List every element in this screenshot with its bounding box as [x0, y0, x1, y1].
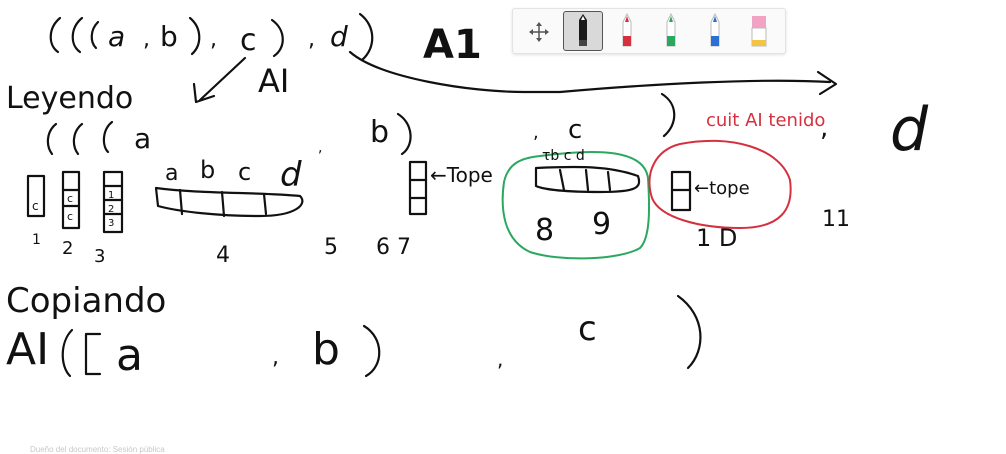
svg-text:b: b	[370, 115, 389, 150]
leyendo-text: Leyendo	[6, 81, 133, 116]
footer-text: Dueño del documento: Sesión pública	[30, 445, 165, 454]
svg-text:9: 9	[592, 207, 611, 242]
svg-text:3: 3	[94, 246, 105, 267]
blue-pen-button[interactable]	[695, 11, 735, 51]
stack-3: 1 2 3	[102, 170, 124, 234]
title-a1: A1	[423, 22, 482, 68]
svg-text:8: 8	[535, 213, 554, 248]
svg-text:a: a	[116, 330, 143, 381]
drawing-toolbar	[512, 8, 786, 54]
svg-text:1: 1	[108, 190, 114, 201]
stack-2: c c	[61, 170, 81, 230]
svg-text:c: c	[32, 199, 39, 213]
black-pen-icon	[579, 14, 587, 46]
svg-text:,: ,	[272, 345, 279, 370]
svg-text:c: c	[240, 23, 257, 58]
stack-1: c	[26, 174, 46, 218]
svg-text:5: 5	[324, 235, 338, 260]
svg-text:d: d	[280, 155, 302, 195]
svg-text:b: b	[160, 20, 178, 53]
svg-text:←tope: ←tope	[694, 178, 750, 199]
copiando-text: Copiando	[6, 281, 166, 321]
svg-text:,: ,	[820, 113, 828, 143]
svg-text:1: 1	[32, 232, 41, 248]
tope-label: ←Tope	[430, 163, 493, 187]
top-expression: a , b , c , d A1	[49, 12, 482, 68]
svg-text:c: c	[568, 115, 582, 145]
svg-text:,: ,	[318, 140, 322, 156]
svg-text:3: 3	[108, 218, 114, 229]
svg-text:a: a	[108, 20, 125, 53]
copiando-ai: AI	[6, 324, 49, 375]
blue-pen-icon	[710, 12, 720, 47]
move-icon	[529, 22, 549, 42]
green-pen-button[interactable]	[651, 11, 691, 51]
svg-text:,: ,	[308, 27, 315, 52]
svg-text:τb c d: τb c d	[542, 148, 585, 164]
svg-text:c: c	[578, 309, 597, 349]
move-tool-button[interactable]	[519, 11, 559, 51]
red-pen-icon	[622, 12, 632, 47]
svg-text:a: a	[165, 161, 178, 186]
svg-text:2: 2	[62, 238, 73, 259]
svg-text:a: a	[134, 122, 151, 155]
svg-text:4: 4	[216, 243, 230, 268]
red-note: cuit AI tenido	[706, 110, 825, 131]
svg-text:,: ,	[143, 27, 150, 52]
svg-text:,: ,	[210, 27, 217, 52]
red-pen-button[interactable]	[607, 11, 647, 51]
svg-text:11: 11	[822, 207, 850, 232]
svg-text:6 7: 6 7	[376, 235, 411, 260]
svg-text:c: c	[67, 192, 73, 205]
svg-text:2: 2	[108, 204, 114, 215]
highlighter-button[interactable]	[739, 11, 779, 51]
highlighter-icon	[751, 16, 767, 47]
svg-text:b: b	[200, 156, 215, 184]
svg-text:d: d	[330, 20, 348, 53]
green-pen-icon	[666, 12, 676, 47]
svg-text:,: ,	[497, 347, 503, 371]
ai-label: AI	[258, 62, 289, 100]
svg-text:c: c	[67, 210, 73, 223]
svg-text:c: c	[238, 158, 251, 186]
svg-text:,: ,	[533, 122, 539, 143]
second-expression: a b , , c , d	[46, 92, 929, 165]
svg-text:b: b	[312, 324, 340, 375]
svg-text:1 D: 1 D	[696, 224, 737, 252]
svg-text:d: d	[890, 95, 929, 165]
black-pen-button[interactable]	[563, 11, 603, 51]
